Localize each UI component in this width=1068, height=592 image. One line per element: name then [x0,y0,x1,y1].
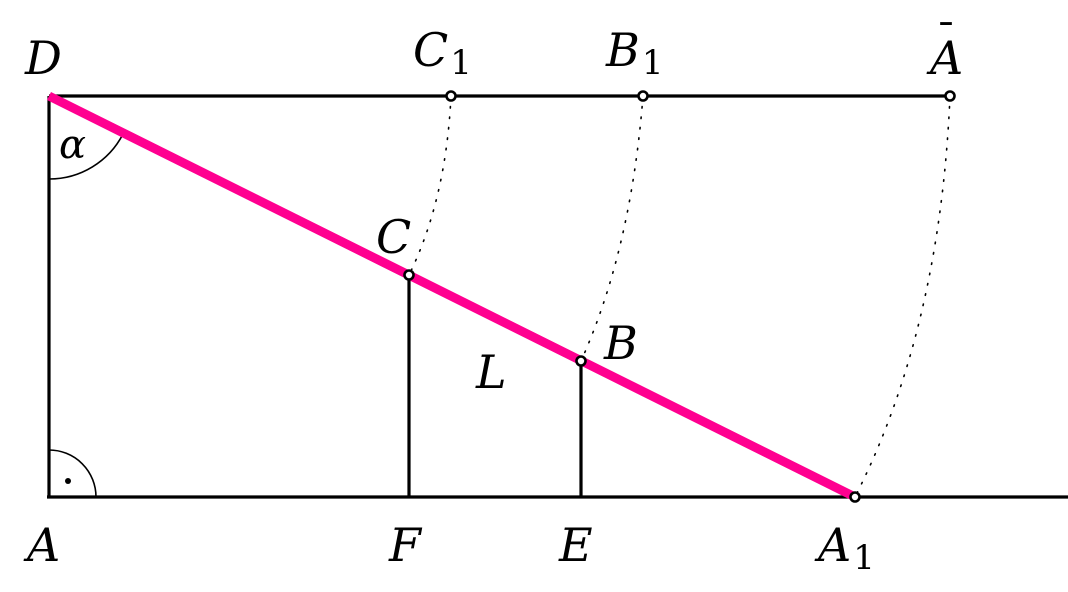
label-Abar: A [926,31,963,85]
dotted-arc-B-B1 [580,95,644,362]
right-angle-arc [48,449,97,498]
point-Abar [944,90,956,102]
label-D: D [24,31,62,85]
point-B1 [637,90,649,102]
label-L: L [475,345,507,399]
label-B: B [603,316,638,370]
angle-alpha-arc [48,133,124,180]
label-A1: A1 [814,518,875,578]
label-Abar-accent: ¯ [936,16,956,62]
point-C [403,269,415,281]
label-alpha: α [59,122,86,168]
label-A: A [23,518,60,572]
dotted-arc-A1-Abar [854,95,951,498]
point-B [575,355,587,367]
diagonal-D-A1 [46,91,858,502]
label-F: F [388,518,423,572]
label-C1: C1 [413,23,472,83]
label-B1: B1 [605,23,663,83]
point-A1 [849,491,861,503]
right-angle-dot [65,478,71,484]
point-C1 [445,90,457,102]
label-E: E [558,518,593,572]
label-C: C [376,210,411,264]
dotted-arc-C-C1 [408,95,452,276]
